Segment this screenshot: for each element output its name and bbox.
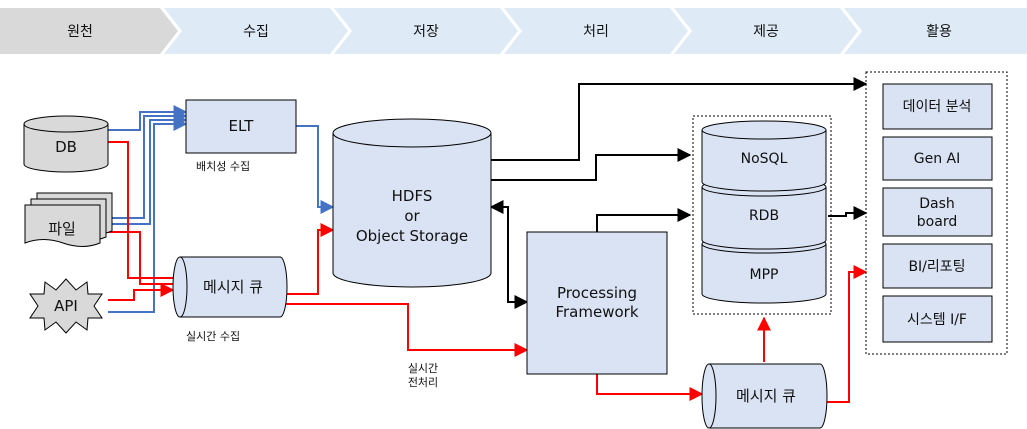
realtime-pre-line1: 실시간 <box>408 362 438 375</box>
mpp-label: MPP <box>750 267 779 283</box>
api-to-elt-line <box>108 117 188 313</box>
mq-bottom: 메시지 큐 <box>701 363 828 429</box>
stream-flow-lines <box>108 141 868 403</box>
usage-group <box>865 71 1008 355</box>
file-to-elt-line-2 <box>108 113 188 225</box>
mq-to-storage-line <box>286 223 335 295</box>
elt-caption: 배치성 수집 <box>196 160 250 173</box>
file-to-mq-line <box>108 231 173 285</box>
stage-label-source: 원천 <box>67 24 93 40</box>
db-label: DB <box>55 138 77 156</box>
storage-processing-line <box>489 200 529 309</box>
mq-left: 메시지 큐 <box>172 256 288 318</box>
rdb-label: RDB <box>749 208 779 224</box>
serving-to-usage-line <box>828 206 868 220</box>
mq-left-caption: 실시간 수집 <box>186 330 240 343</box>
stage-label-serve: 제공 <box>753 24 779 40</box>
usage-dashboard: Dash board <box>882 187 993 237</box>
usage-bi-reporting: BI/리포팅 <box>882 243 993 289</box>
control-flow-lines <box>489 77 868 309</box>
mq-to-usage-line <box>827 265 868 403</box>
usage-data-analysis-label: 데이터 분석 <box>903 99 972 115</box>
realtime-pre-line2: 전처리 <box>408 376 438 389</box>
stage-chevron-serve <box>674 8 858 54</box>
processing-to-mq-line <box>596 374 704 401</box>
mq-left-label: 메시지 큐 <box>203 278 263 296</box>
db-to-elt-line <box>108 105 188 131</box>
stage-label-store: 저장 <box>413 24 439 40</box>
stage-label-process: 처리 <box>583 24 609 40</box>
stage-label-use: 활용 <box>926 24 952 40</box>
api-source: API <box>29 278 103 334</box>
usage-dashboard-line1: Dash <box>919 196 955 212</box>
usage-dashboard-line2: board <box>917 214 957 230</box>
stage-header: 원천 수집 저장 처리 제공 활용 <box>0 8 1027 54</box>
usage-system-if: 시스템 I/F <box>882 295 993 343</box>
processing-line2: Framework <box>555 303 638 321</box>
stage-label-collect: 수집 <box>243 24 269 40</box>
file-source: 파일 <box>24 192 113 247</box>
stage-chevron-source <box>0 8 178 54</box>
nosql-cylinder: NoSQL <box>701 120 827 192</box>
api-to-mq-line <box>108 283 175 301</box>
nosql-label: NoSQL <box>741 151 788 167</box>
file-to-elt-line-1 <box>108 109 188 219</box>
usage-data-analysis: 데이터 분석 <box>882 83 993 130</box>
processing-line1: Processing <box>557 284 637 302</box>
storage-to-serving-line <box>489 148 692 181</box>
processing-to-serving-line <box>596 208 692 232</box>
db-to-mq-line <box>108 141 173 279</box>
usage-bi-reporting-label: BI/리포팅 <box>908 259 965 275</box>
file-label: 파일 <box>48 220 76 238</box>
stage-chevron-use <box>844 8 1027 54</box>
usage-gen-ai-label: Gen AI <box>914 151 961 167</box>
processing-box: Processing Framework <box>526 231 668 375</box>
api-label: API <box>54 297 78 315</box>
usage-gen-ai: Gen AI <box>882 136 993 181</box>
mq-bottom-label: 메시지 큐 <box>736 387 796 405</box>
stage-chevron-store <box>334 8 518 54</box>
usage-system-if-label: 시스템 I/F <box>907 312 967 328</box>
elt-label: ELT <box>229 117 255 135</box>
elt-box: ELT <box>185 99 297 154</box>
db-source: DB <box>23 115 109 173</box>
stage-chevron-process <box>504 8 688 54</box>
stage-chevron-collect <box>164 8 348 54</box>
storage-line1: HDFS <box>392 187 433 205</box>
storage-cylinder: HDFS or Object Storage <box>332 118 492 288</box>
storage-to-usage-line <box>489 77 868 161</box>
mq-to-processing-line <box>286 303 529 357</box>
serving-group <box>692 115 832 315</box>
storage-line2: or <box>404 207 420 225</box>
elt-to-storage-line <box>296 125 335 214</box>
storage-line3: Object Storage <box>356 227 468 245</box>
batch-flow-lines <box>108 105 335 313</box>
